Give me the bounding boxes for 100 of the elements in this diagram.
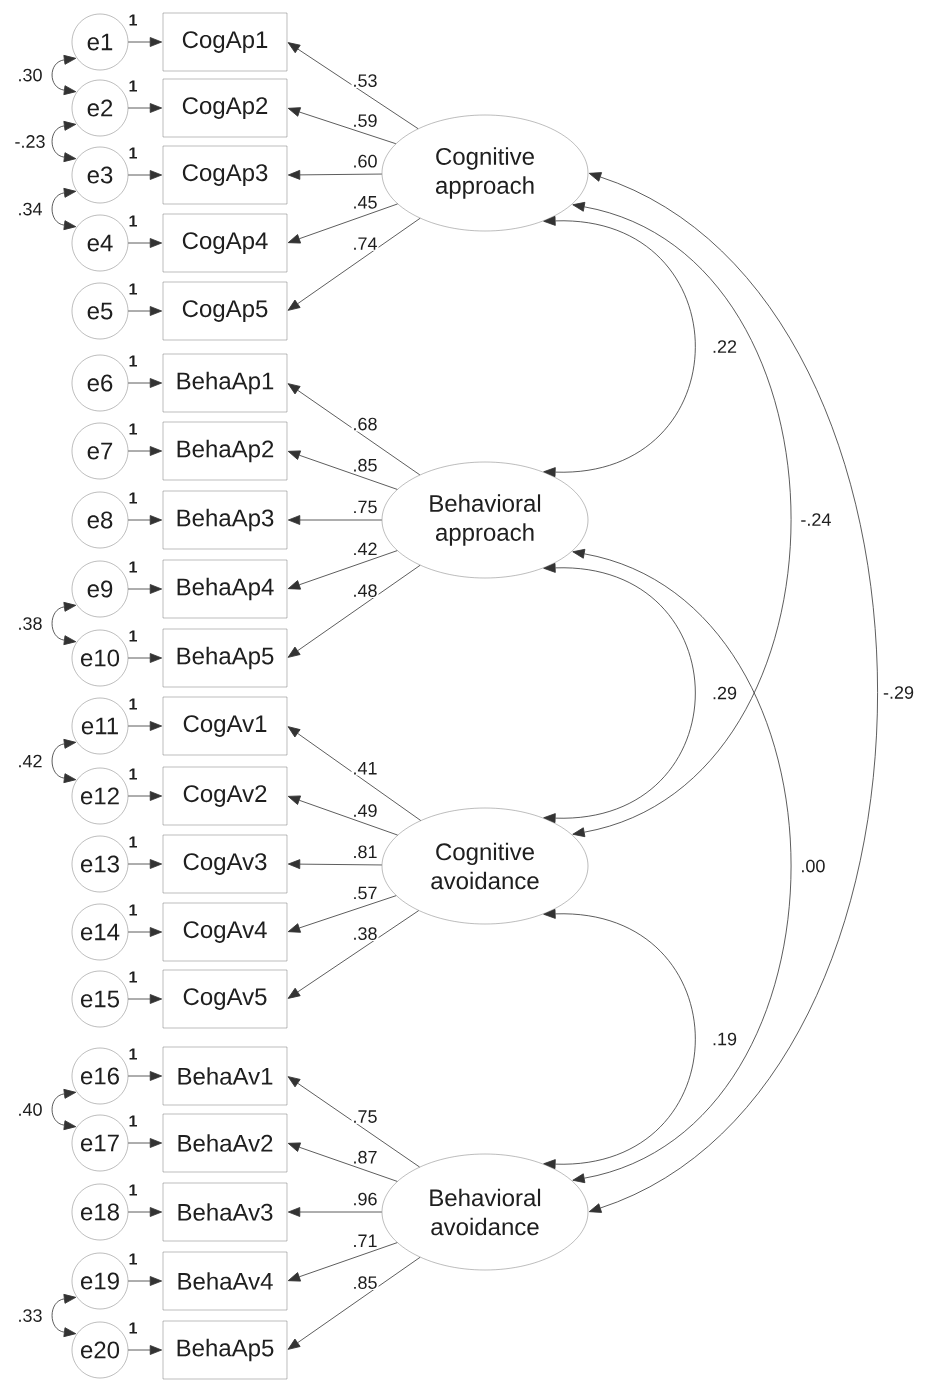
edge-label: 1 bbox=[129, 1322, 137, 1334]
edge-label: .29 bbox=[711, 685, 738, 701]
indicator-box: BehaAv1 bbox=[162, 1046, 288, 1106]
arrow bbox=[127, 859, 163, 869]
indicator-box: BehaAv3 bbox=[162, 1182, 288, 1242]
edge-label: .19 bbox=[711, 1031, 738, 1047]
indicator-box: BehaAp3 bbox=[162, 490, 288, 550]
arrow bbox=[287, 217, 421, 311]
arrow bbox=[287, 1256, 421, 1350]
covariance-arrow bbox=[572, 548, 792, 1184]
covariance-arrow bbox=[51, 1293, 77, 1338]
edge-label: .75 bbox=[351, 499, 379, 515]
edge-label: .75 bbox=[351, 1109, 379, 1124]
arrow bbox=[127, 791, 163, 801]
edge-label: 1 bbox=[129, 423, 137, 435]
indicator-box: BehaAp5 bbox=[162, 1320, 288, 1380]
arrow bbox=[287, 1076, 420, 1168]
arrow bbox=[127, 721, 163, 731]
arrow bbox=[287, 1242, 398, 1282]
arrow bbox=[127, 994, 163, 1004]
covariance-arrow bbox=[588, 172, 878, 1213]
arrow bbox=[127, 1207, 163, 1217]
arrow bbox=[287, 795, 398, 836]
edge-label: .34 bbox=[19, 202, 42, 216]
edge-label: .81 bbox=[351, 844, 379, 860]
edge-label: 1 bbox=[129, 698, 137, 710]
arrow bbox=[127, 1276, 163, 1286]
indicator-box: CogAp4 bbox=[162, 213, 288, 273]
edge-label: 1 bbox=[129, 768, 137, 780]
arrow bbox=[287, 726, 422, 821]
edge-label: .42 bbox=[351, 541, 379, 557]
arrow bbox=[127, 1071, 163, 1081]
indicator-box: BehaAp5 bbox=[162, 628, 288, 688]
arrow bbox=[287, 1207, 383, 1217]
indicator-box: BehaAv4 bbox=[162, 1251, 288, 1311]
arrow bbox=[127, 170, 163, 180]
edge-label: .60 bbox=[351, 153, 379, 169]
edge-label: .22 bbox=[711, 339, 738, 354]
edge-label: .41 bbox=[351, 761, 379, 776]
edge-label: .48 bbox=[351, 583, 379, 598]
indicator-box: CogAv5 bbox=[162, 969, 288, 1029]
edge-label: .85 bbox=[351, 457, 379, 473]
edge-label: -.23 bbox=[15, 135, 45, 148]
indicator-box: BehaAp2 bbox=[162, 421, 288, 481]
edge-label: 1 bbox=[129, 1184, 137, 1196]
arrow bbox=[287, 1142, 398, 1182]
edge-label: 1 bbox=[129, 492, 137, 504]
indicator-box: CogAp5 bbox=[162, 281, 288, 341]
arrow bbox=[127, 238, 163, 248]
edge-label: 1 bbox=[129, 1048, 137, 1060]
arrow bbox=[127, 103, 163, 113]
arrow bbox=[287, 895, 397, 933]
edge-label: 1 bbox=[129, 1253, 137, 1265]
covariance-arrow bbox=[51, 120, 77, 163]
arrow bbox=[287, 859, 383, 870]
edge-label: 1 bbox=[129, 904, 137, 916]
edge-label: .33 bbox=[19, 1309, 42, 1322]
indicator-box: CogAp1 bbox=[162, 12, 288, 72]
arrow bbox=[127, 37, 163, 47]
edge-label: 1 bbox=[129, 355, 137, 367]
covariance-arrow bbox=[572, 201, 792, 838]
edge-label: .59 bbox=[351, 113, 379, 128]
edge-label: .68 bbox=[351, 416, 379, 432]
edge-label: .38 bbox=[351, 926, 379, 941]
edge-label: .45 bbox=[351, 195, 379, 210]
edge-label: .57 bbox=[351, 885, 379, 901]
indicator-box: CogAv3 bbox=[162, 834, 288, 894]
arrow bbox=[127, 584, 163, 594]
edge-label: 1 bbox=[129, 215, 137, 227]
edge-label: .96 bbox=[351, 1191, 379, 1207]
edge-label: .42 bbox=[19, 754, 42, 768]
arrow bbox=[127, 306, 163, 316]
edge-label: 1 bbox=[129, 836, 137, 848]
arrow bbox=[287, 450, 398, 490]
arrow bbox=[127, 1345, 163, 1355]
indicator-box: BehaAp1 bbox=[162, 353, 288, 413]
arrow bbox=[287, 550, 398, 590]
covariance-arrow bbox=[543, 562, 696, 824]
edge-label: -.24 bbox=[799, 512, 833, 527]
arrow bbox=[287, 515, 383, 525]
covariance-arrow bbox=[51, 738, 77, 784]
edge-label: 1 bbox=[129, 630, 137, 642]
arrow bbox=[287, 203, 398, 244]
arrow bbox=[127, 378, 163, 388]
covariance-arrow bbox=[51, 1088, 77, 1131]
arrow bbox=[287, 910, 420, 999]
indicator-box: CogAp2 bbox=[162, 78, 288, 138]
indicator-box: BehaAv2 bbox=[162, 1113, 288, 1173]
indicator-box: CogAv1 bbox=[162, 696, 288, 756]
arrow bbox=[287, 169, 383, 180]
arrow bbox=[127, 515, 163, 525]
covariance-arrow bbox=[51, 187, 77, 231]
covariance-arrow bbox=[51, 54, 77, 96]
edge-label: .00 bbox=[799, 858, 827, 874]
indicator-box: CogAv4 bbox=[162, 902, 288, 962]
indicator-box: CogAv2 bbox=[162, 766, 288, 826]
edge-label: .87 bbox=[351, 1149, 379, 1165]
covariance-arrow bbox=[543, 908, 696, 1170]
edge-label: .71 bbox=[351, 1233, 379, 1248]
edge-label: .85 bbox=[351, 1275, 379, 1290]
